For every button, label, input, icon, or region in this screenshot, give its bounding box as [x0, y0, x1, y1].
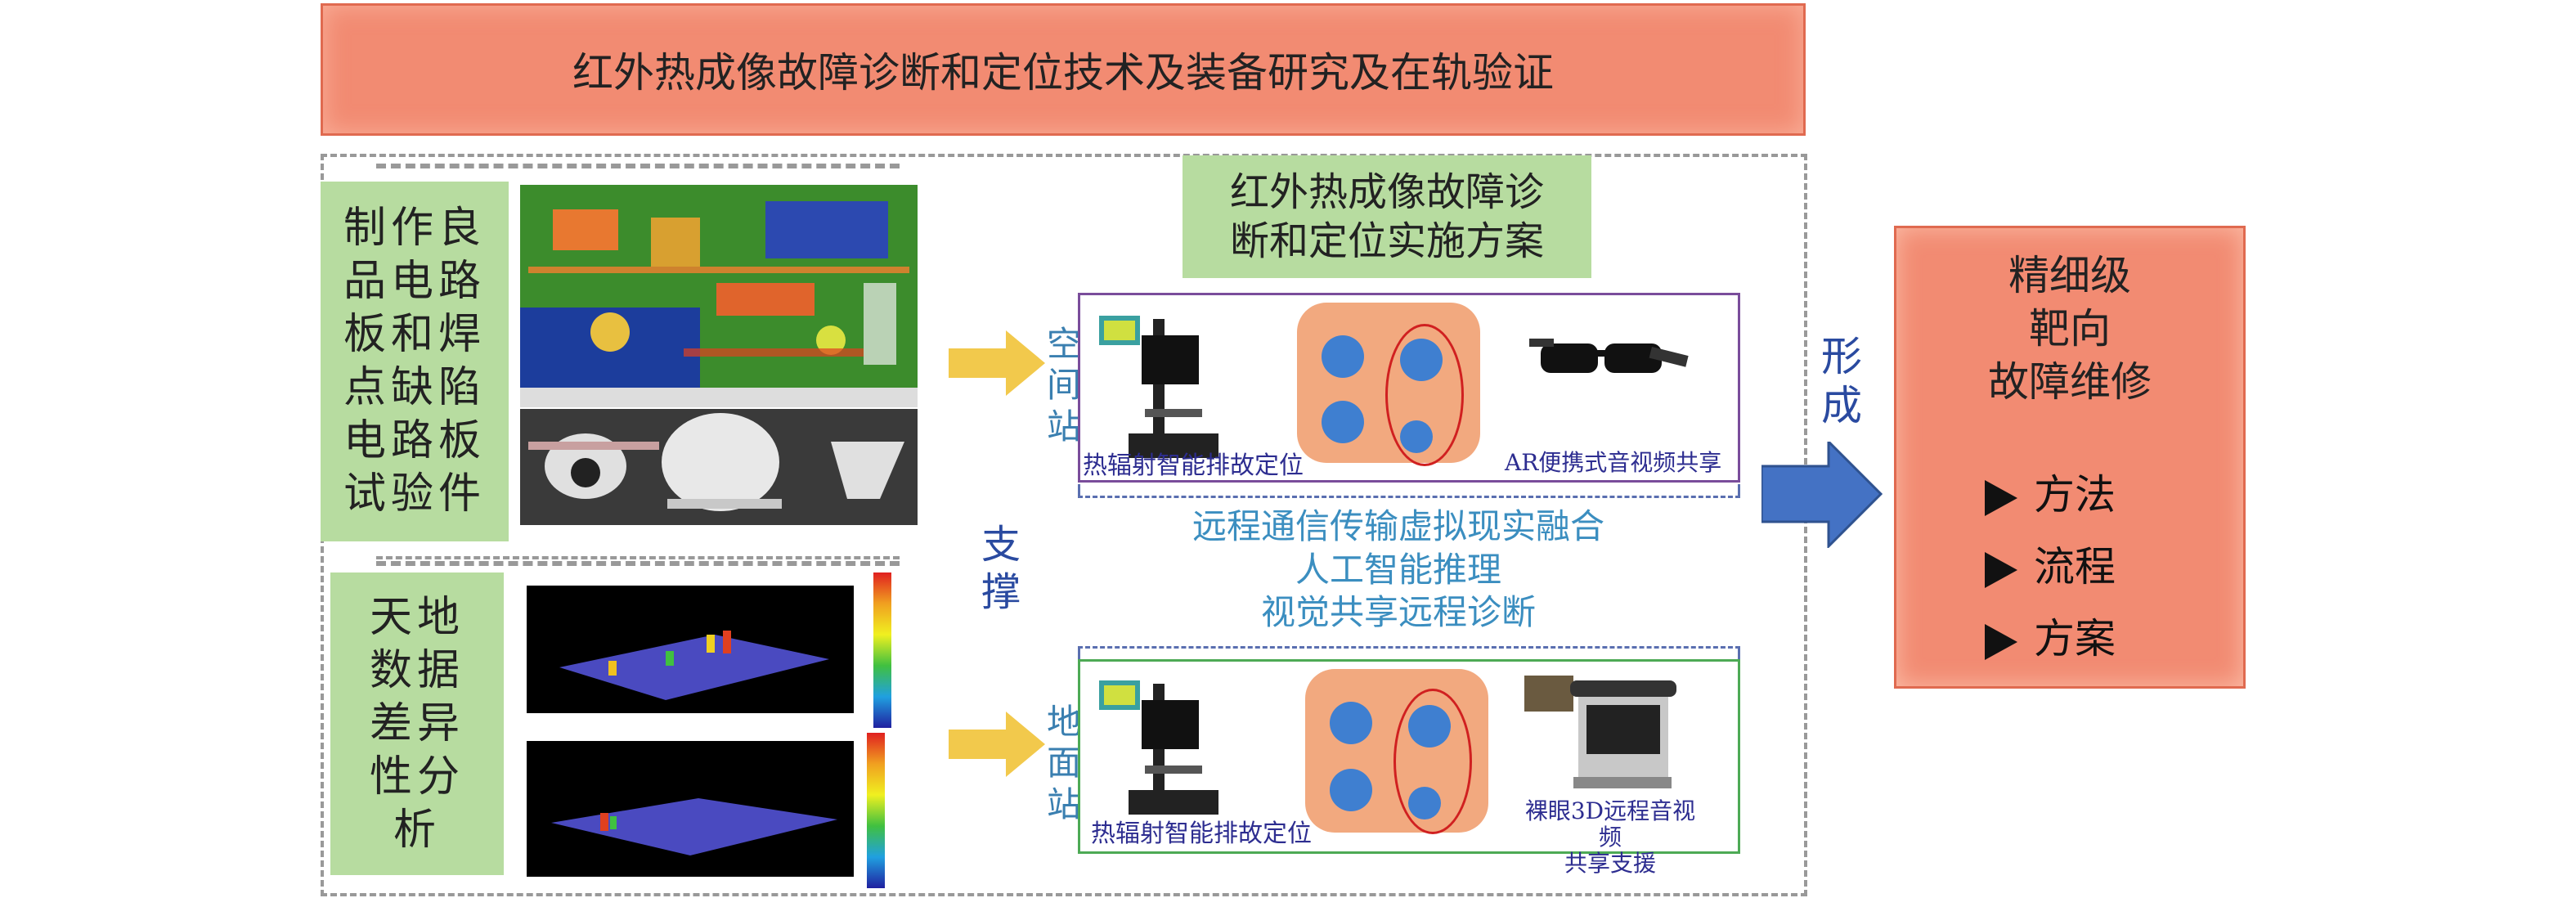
- middle-line-1: 远程通信传输虚拟现实融合: [1192, 506, 1604, 546]
- space-station-label: 空 间 站: [1045, 324, 1083, 447]
- ground-caption-right-line-2: 共享支援: [1564, 850, 1656, 878]
- ground-bracket: [1078, 646, 1740, 660]
- data-analysis-label: 天地 数据 差异 性分 析: [330, 572, 504, 875]
- ar-glasses-icon: [1529, 339, 1689, 373]
- ground-caption-right: 裸眼3D远程音视频 共享支援: [1516, 797, 1704, 878]
- solder-caption-strip: [520, 525, 918, 550]
- ai-red-ring-space: [1385, 324, 1464, 466]
- middle-line-3: 视觉共享远程诊断: [1260, 592, 1536, 632]
- thermal-imager-device-space: [1099, 316, 1218, 458]
- middle-line-2: 人工智能推理: [1295, 549, 1501, 590]
- ai-node-2-space: [1322, 401, 1364, 443]
- form-label: 形 成: [1817, 332, 1866, 430]
- plan-title-box: 红外热成像故障诊 断和定位实施方案: [1183, 155, 1591, 278]
- result-item-method: 方法: [1985, 459, 2116, 531]
- test-board-line-5: 电路板: [343, 416, 486, 465]
- analysis-line-1: 天地: [369, 592, 464, 642]
- pcb-pattern: [520, 185, 918, 388]
- ground-line-2: 面: [1046, 743, 1081, 784]
- ai-node-2-ground: [1330, 769, 1372, 811]
- result-item-plan: 方案: [1985, 603, 2116, 675]
- result-title: 精细级 靶向 故障维修: [1896, 249, 2243, 409]
- plan-title-line-2: 断和定位实施方案: [1229, 218, 1544, 264]
- test-board-label: 制作良 品电路 板和焊 点缺陷 电路板 试验件: [321, 182, 509, 541]
- space-bracket: [1078, 484, 1740, 498]
- pcb-thermal-image: [520, 185, 918, 388]
- arrow-to-space: [949, 330, 1045, 396]
- test-board-line-6: 试验件: [343, 469, 486, 519]
- thermal-3d-plot-top: [527, 586, 854, 713]
- arrow-to-result: [1761, 442, 1883, 548]
- main-title: 红外热成像故障诊断和定位技术及装备研究及在轨验证: [321, 3, 1806, 136]
- support-label: 支 撑: [976, 522, 1025, 616]
- middle-description: 远程通信传输虚拟现实融合 人工智能推理 视觉共享远程诊断: [1112, 505, 1685, 635]
- ai-node-1-space: [1322, 335, 1364, 378]
- colorbar-bottom: [867, 733, 885, 888]
- test-board-line-2: 品电路: [343, 257, 486, 306]
- result-item-label: 方法: [2034, 471, 2116, 519]
- arrow-bullet-icon: [1985, 552, 2017, 588]
- result-item-label: 方案: [2034, 615, 2116, 662]
- result-list: 方法 流程 方案: [1985, 459, 2116, 675]
- plan-title-line-1: 红外热成像故障诊: [1229, 169, 1544, 215]
- form-line-2: 成: [1821, 382, 1862, 429]
- space-line-3: 站: [1046, 406, 1081, 447]
- thermal-3d-bottom-shape: [551, 798, 837, 855]
- thermal-3d-plot-bottom: [527, 741, 854, 877]
- analysis-line-4: 性分: [369, 752, 464, 801]
- colorbar-top: [873, 572, 891, 728]
- arrow-bullet-icon: [1985, 480, 2017, 516]
- test-board-line-1: 制作良: [343, 204, 486, 253]
- pcb-caption-strip: [520, 388, 918, 407]
- space-caption-right: AR便携式音视频共享: [1505, 449, 1722, 476]
- result-box: 精细级 靶向 故障维修 方法 流程 方案: [1894, 226, 2246, 689]
- test-board-line-3: 板和焊: [343, 310, 486, 359]
- ground-line-3: 站: [1046, 784, 1081, 824]
- result-title-line-2: 靶向: [2029, 305, 2111, 352]
- ground-caption-left: 热辐射智能排故定位: [1091, 819, 1312, 848]
- ground-station-label: 地 面 站: [1045, 702, 1083, 825]
- pcb-section-frame: [376, 164, 900, 566]
- solder-joint-images: [520, 409, 918, 525]
- analysis-line-5: 析: [393, 805, 441, 855]
- analysis-line-3: 差异: [369, 698, 464, 748]
- ai-red-ring-ground: [1393, 689, 1472, 834]
- ai-node-1-ground: [1330, 702, 1372, 744]
- left-section-divider: [376, 556, 900, 559]
- thermal-imager-device-ground: [1099, 680, 1218, 815]
- space-line-1: 空: [1046, 324, 1081, 364]
- result-item-label: 流程: [2034, 543, 2116, 590]
- naked-eye-3d-display-icon: [1524, 676, 1676, 788]
- ground-caption-right-line-1: 裸眼3D远程音视频: [1524, 797, 1696, 851]
- support-line-2: 撑: [981, 568, 1021, 615]
- support-line-1: 支: [981, 522, 1021, 568]
- arrow-bullet-icon: [1985, 624, 2017, 660]
- space-caption-left: 热辐射智能排故定位: [1083, 451, 1304, 480]
- ground-line-1: 地: [1046, 702, 1081, 742]
- arrow-to-ground: [949, 712, 1045, 777]
- solder-joint-pattern: [520, 409, 918, 525]
- result-item-process: 流程: [1985, 531, 2116, 603]
- form-line-1: 形: [1821, 333, 1862, 380]
- space-line-2: 间: [1046, 365, 1081, 406]
- thermal-3d-top-shape: [559, 631, 829, 700]
- result-title-line-1: 精细级: [2008, 252, 2131, 299]
- analysis-line-2: 数据: [369, 645, 464, 695]
- main-title-text: 红外热成像故障诊断和定位技术及装备研究及在轨验证: [572, 49, 1554, 97]
- result-title-line-3: 故障维修: [1988, 358, 2152, 406]
- test-board-line-4: 点缺陷: [343, 363, 486, 412]
